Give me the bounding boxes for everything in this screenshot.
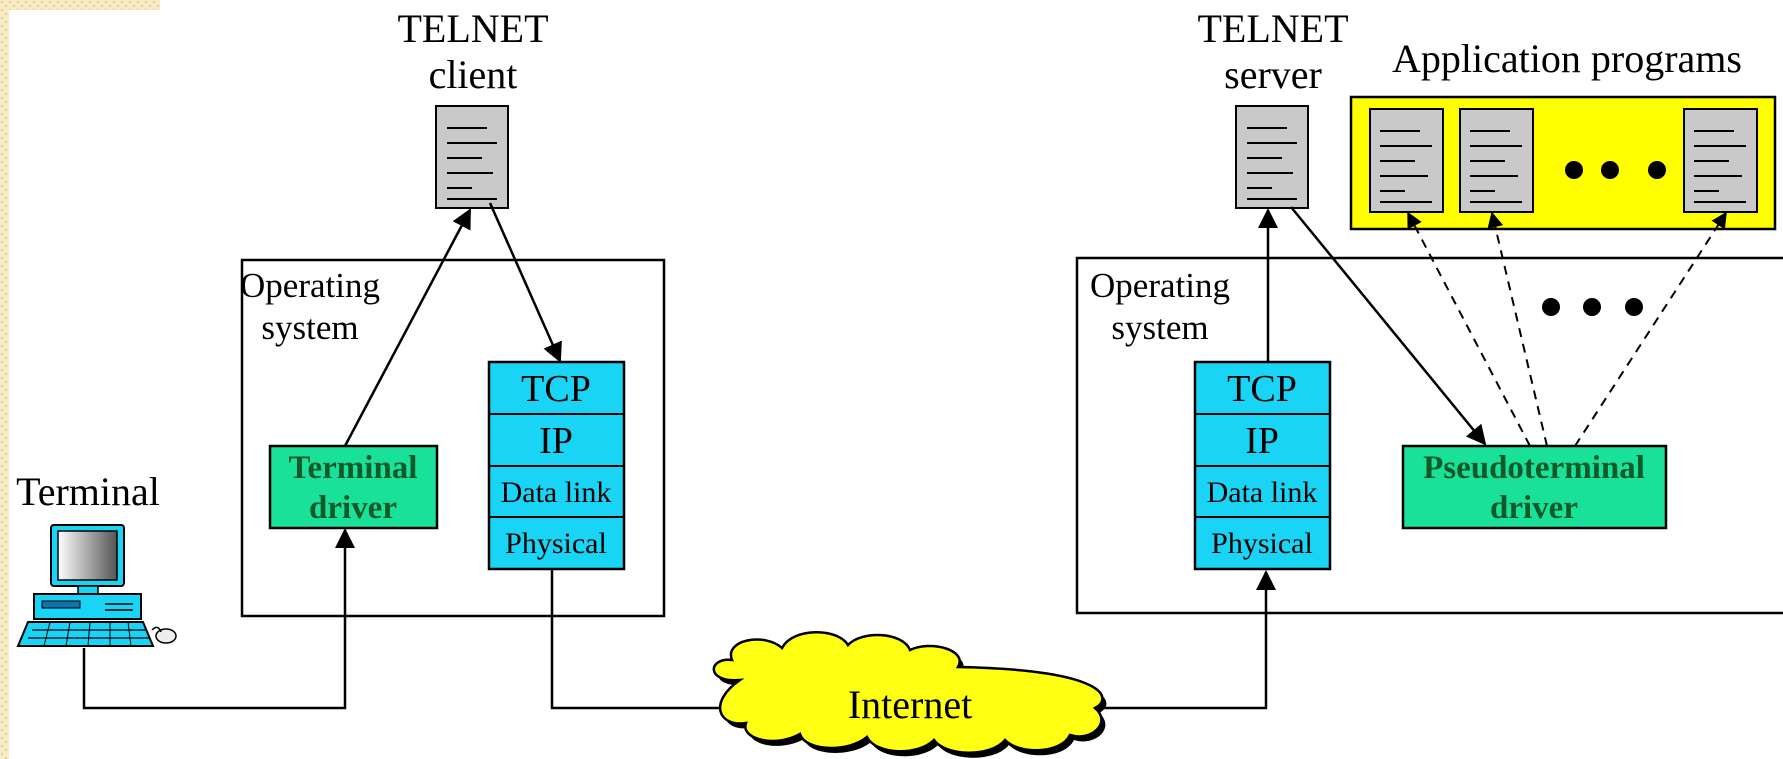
terminal-label: Terminal [16, 469, 160, 514]
page-edge-corner [0, 0, 160, 10]
application-program-icon [1683, 108, 1758, 213]
ellipsis-dots-icon [1542, 298, 1643, 316]
application-programs-title: Application programs [1392, 36, 1742, 81]
pseudoterminal-driver-box: Pseudoterminal driver [1401, 444, 1668, 530]
telnet-server-document-icon [1235, 105, 1309, 209]
application-programs-panel [1349, 95, 1777, 231]
server-os-label-line1: Operating [1090, 266, 1230, 305]
server-os-label-line2: system [1111, 308, 1208, 347]
dashed-arrow-driver-to-app-3 [1574, 211, 1727, 447]
telnet-client-title-line2: client [429, 52, 518, 97]
telnet-server-title-line2: server [1224, 52, 1322, 97]
internet-cloud-icon: Internet [712, 631, 1107, 758]
telnet-client-title-line1: TELNET [397, 6, 548, 51]
link-client-to-internet [550, 569, 725, 710]
page-edge-left [0, 0, 9, 759]
client-os-label-line1: Operating [240, 266, 380, 305]
pseudoterminal-driver-label-line1: Pseudoterminal [1423, 450, 1645, 486]
arrow-server-to-pseudoterminal [1290, 206, 1487, 446]
server-stack-tcp: TCP [1227, 368, 1297, 410]
ellipsis-dots-icon [1565, 161, 1666, 179]
internet-label: Internet [848, 682, 972, 727]
server-stack-ip: IP [1245, 420, 1279, 462]
link-terminal-to-driver [82, 528, 355, 710]
client-stack-datalink: Data link [501, 476, 612, 509]
link-internet-to-server [1099, 570, 1276, 710]
telnet-client-document-icon [435, 105, 509, 209]
client-os-box [240, 258, 666, 618]
arrow-client-to-tcp [488, 202, 562, 363]
pseudoterminal-driver-label-line2: driver [1490, 490, 1578, 526]
terminal-driver-label-line1: Terminal [289, 450, 418, 486]
server-stack-physical: Physical [1211, 527, 1313, 560]
dashed-arrow-driver-to-app-1 [1407, 211, 1531, 447]
server-stack-datalink: Data link [1207, 476, 1318, 509]
client-stack-tcp: TCP [521, 368, 591, 410]
terminal-driver-label-line2: driver [309, 490, 397, 526]
dashed-arrow-driver-to-app-2 [1487, 211, 1548, 447]
arrow-terminal-driver-to-client [343, 208, 472, 447]
application-program-icon [1459, 108, 1534, 213]
client-stack-ip: IP [539, 420, 573, 462]
server-protocol-stack: TCP IP Data link Physical [1193, 360, 1332, 571]
client-stack-physical: Physical [505, 527, 607, 560]
client-protocol-stack: TCP IP Data link Physical [487, 360, 626, 571]
server-os-box [1075, 256, 1783, 615]
application-program-icon [1369, 108, 1444, 213]
terminal-driver-box: Terminal driver [268, 444, 439, 530]
telnet-server-title-line1: TELNET [1197, 6, 1348, 51]
client-os-label-line2: system [261, 308, 358, 347]
computer-icon [16, 524, 177, 647]
